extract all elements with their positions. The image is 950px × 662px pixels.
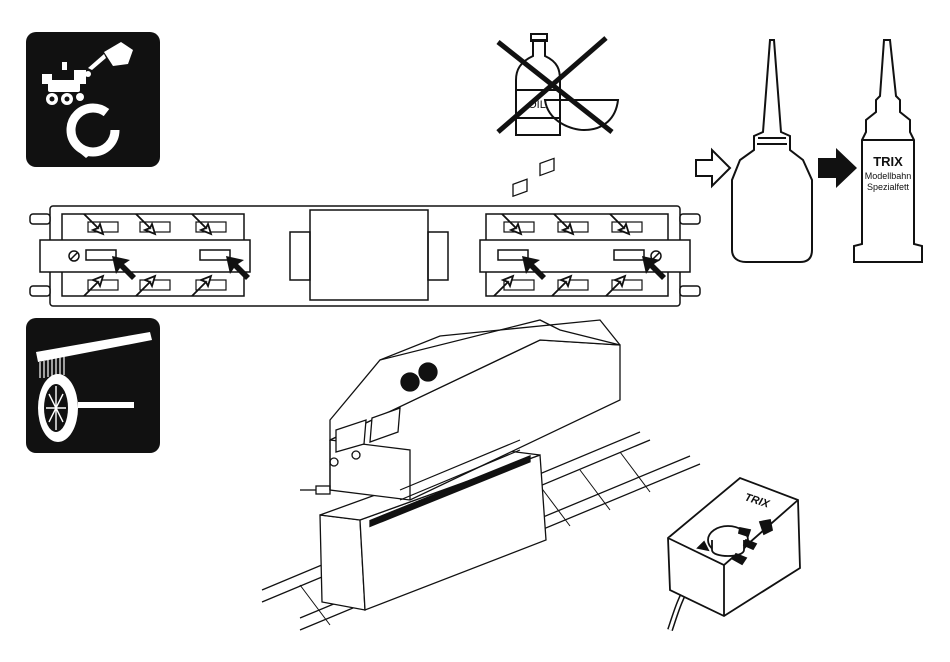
oiling-service-icon [26,32,160,167]
no-oil-icon [498,34,618,135]
wheel-cleaning-icon [26,318,160,453]
oil-bottle [732,40,812,262]
arrow-right-outline-icon [696,150,730,186]
controller [668,478,800,630]
grease-tube-line1: Modellbahn [865,171,912,181]
no-oil-bottle-label: OIL [528,99,546,111]
grease-tube-brand: TRIX [873,154,903,169]
grease-tube-line2: Spezialfett [867,182,910,192]
grease-tube [854,40,922,262]
locomotive-underside [30,206,700,306]
arrow-right-filled-icon [818,148,857,188]
